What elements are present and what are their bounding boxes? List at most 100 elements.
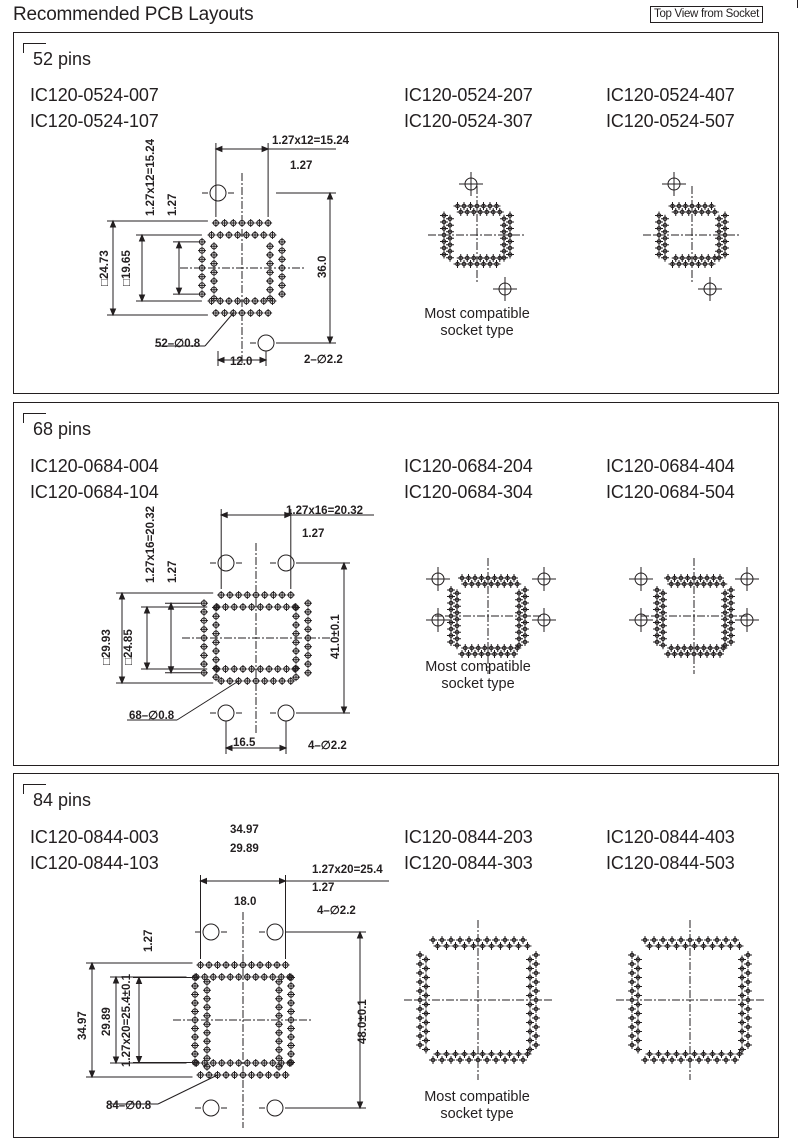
compat-line: socket type (440, 1106, 514, 1122)
arrowhead (175, 240, 183, 296)
dim-mount-holes: 4–∅2.2 (317, 905, 356, 917)
mount-hole (217, 704, 235, 722)
part-numbers-col2: IC120-0524-207 IC120-0524-307 (404, 82, 533, 134)
socket-diagram-2 (629, 558, 759, 674)
part-number: IC120-0844-403 (606, 827, 735, 847)
part-number: IC120-0844-203 (404, 827, 533, 847)
dim-pitch: 1.27 (290, 160, 312, 172)
dim-pitch-v: 1.27 (143, 930, 155, 952)
part-number: IC120-0684-404 (606, 456, 735, 476)
dim-mount-holes: 2–∅2.2 (304, 354, 343, 366)
most-compatible-label: Most compatible socket type (407, 1089, 547, 1123)
mount-hole (217, 554, 235, 572)
mount-hole (202, 1099, 220, 1117)
arrowhead (214, 145, 270, 153)
part-numbers-col1: IC120-0524-007 IC120-0524-107 (30, 82, 159, 134)
leader-line (204, 312, 234, 347)
pcb-footprint-drawing (107, 143, 336, 366)
part-number: IC120-0684-004 (30, 456, 159, 476)
dim-width: 16.5 (233, 737, 256, 749)
dim-pitch-total-v: 1.27x16=20.32 (145, 506, 157, 583)
dim-hole-spacing: 18.0 (234, 896, 256, 908)
corner-mark (23, 784, 46, 794)
dimension-drawing: 1.27x12=15.24 1.27 1.27x12=15.24 1.27 □2… (99, 135, 741, 368)
dim-width: 12.0 (230, 356, 252, 368)
dim-height: 41.0±0.1 (330, 614, 342, 659)
compat-line: Most compatible (424, 306, 530, 322)
arrowhead (88, 961, 96, 1079)
dim-height: 48.0±0.1 (357, 999, 369, 1044)
most-compatible-label: Most compatible socket type (407, 306, 547, 340)
dim-height: 36.0 (317, 256, 329, 278)
socket-diagram-1 (426, 558, 556, 674)
dim-inner-square: □19.65 (121, 250, 133, 286)
arrowhead (118, 591, 126, 685)
part-number: IC120-0684-204 (404, 456, 533, 476)
leader-line (157, 1074, 218, 1105)
arrowhead (219, 511, 293, 519)
panel-68-pins: 68 pins IC120-0684-004 IC120-0684-104 IC… (13, 402, 779, 766)
part-number: IC120-0844-303 (404, 853, 533, 873)
mount-hole (277, 704, 295, 722)
pcb-footprint-drawing (116, 509, 374, 754)
dim-outer-v: 34.97 (77, 1011, 89, 1040)
part-numbers-col1: IC120-0844-003 IC120-0844-103 (30, 824, 159, 876)
part-numbers-col1: IC120-0684-004 IC120-0684-104 (30, 453, 159, 505)
part-number: IC120-0684-504 (606, 482, 735, 502)
part-number: IC120-0684-104 (30, 482, 159, 502)
part-number: IC120-0844-003 (30, 827, 159, 847)
dim-inner-v: 29.89 (101, 1007, 113, 1036)
dim-outer-square: □29.93 (101, 629, 113, 665)
part-number: IC120-0524-107 (30, 111, 159, 131)
arrowhead (143, 605, 151, 671)
mount-hole (266, 1099, 284, 1117)
dim-pitch-total-h: 1.27x20=25.4 (312, 864, 383, 876)
part-number: IC120-0524-307 (404, 111, 533, 131)
dim-pin-holes: 52–∅0.8 (155, 338, 201, 350)
arrowhead (135, 976, 143, 1064)
part-number: IC120-0844-103 (30, 853, 159, 873)
mount-hole (277, 554, 295, 572)
part-number: IC120-0524-407 (606, 85, 735, 105)
part-number: IC120-0524-207 (404, 85, 533, 105)
mount-hole (202, 923, 220, 941)
part-numbers-col2: IC120-0844-203 IC120-0844-303 (404, 824, 533, 876)
dim-outer-square: □24.73 (99, 250, 111, 286)
part-numbers-col3: IC120-0684-404 IC120-0684-504 (606, 453, 735, 505)
compat-line: Most compatible (425, 659, 531, 675)
part-numbers-col2: IC120-0684-204 IC120-0684-304 (404, 453, 533, 505)
corner-tick (797, 0, 798, 8)
dim-inner-h: 29.89 (230, 843, 259, 855)
mount-hole (266, 923, 284, 941)
most-compatible-label: Most compatible socket type (408, 659, 548, 693)
compat-line: Most compatible (424, 1089, 530, 1105)
mount-hole (257, 334, 275, 352)
panel-84-pins: 84 pins IC120-0844-003 IC120-0844-103 IC… (13, 773, 779, 1138)
dim-pin-holes: 68–∅0.8 (129, 710, 175, 722)
dimension-drawing: 34.97 29.89 1.27x20=25.4 1.27 18.0 4–∅2.… (77, 824, 764, 1128)
pins-label: 68 pins (33, 419, 92, 439)
dim-pitch-total-v: 1.27x20=25.4±0.1 (121, 973, 133, 1067)
arrowhead (167, 601, 175, 675)
arrowhead (356, 930, 364, 1110)
view-badge: Top View from Socket (650, 6, 764, 23)
dim-mount-holes: 4–∅2.2 (308, 740, 347, 752)
arrowhead (109, 219, 117, 317)
dim-inner-square: □24.85 (123, 629, 135, 665)
dim-pitch-v: 1.27 (167, 194, 179, 216)
part-numbers-col3: IC120-0844-403 IC120-0844-503 (606, 824, 735, 876)
arrowhead (326, 191, 334, 345)
dim-pitch-v: 1.27 (167, 561, 179, 583)
pins-label: 84 pins (33, 790, 92, 810)
socket-diagram-2 (616, 920, 764, 1080)
part-number: IC120-0684-304 (404, 482, 533, 502)
mount-hole (209, 184, 227, 202)
dim-pitch-total-h: 1.27x12=15.24 (272, 135, 350, 147)
part-number: IC120-0524-007 (30, 85, 159, 105)
dim-pitch-total-v: 1.27x12=15.24 (145, 138, 157, 216)
pins-label: 52 pins (33, 49, 92, 69)
dim-outer-h: 34.97 (230, 824, 259, 836)
dim-pitch-total-h: 1.27x16=20.32 (286, 505, 363, 517)
part-number: IC120-0844-503 (606, 853, 735, 873)
corner-mark (23, 43, 46, 53)
